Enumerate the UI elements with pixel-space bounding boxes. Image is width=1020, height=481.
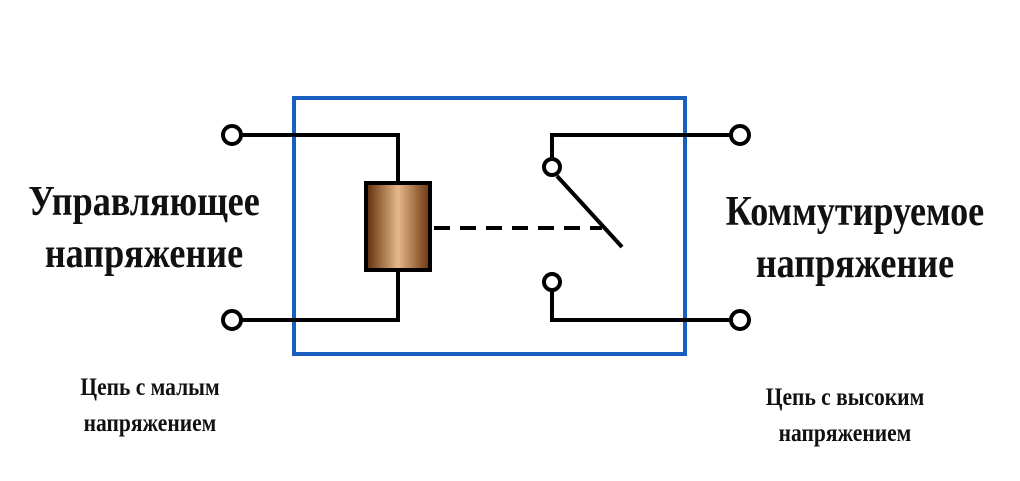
relay-coil bbox=[364, 181, 432, 272]
control-voltage-line1: Управляющее bbox=[28, 179, 260, 225]
control-voltage-label: Управляющее напряжение bbox=[20, 176, 268, 280]
low-voltage-note-line2: напряжением bbox=[83, 410, 217, 437]
terminal-right-bottom bbox=[729, 309, 751, 331]
coil-wire-bottom bbox=[241, 270, 400, 322]
switched-voltage-line2: напряжение bbox=[755, 241, 955, 287]
switch-blade bbox=[555, 174, 624, 249]
switched-voltage-line1: Коммутируемое bbox=[725, 189, 985, 235]
high-voltage-circuit-note: Цепь с высоким напряжением bbox=[720, 380, 969, 452]
switch-wire-top bbox=[550, 133, 738, 158]
terminal-right-top bbox=[729, 124, 751, 146]
high-voltage-note-line1: Цепь с высоким bbox=[765, 384, 925, 411]
coil-wire-top bbox=[241, 133, 400, 183]
switch-contact-top bbox=[542, 157, 562, 177]
terminal-left-bottom bbox=[221, 309, 243, 331]
relay-housing bbox=[292, 96, 687, 356]
switch-wire-bottom bbox=[550, 291, 738, 322]
high-voltage-note-line2: напряжением bbox=[778, 420, 912, 447]
low-voltage-note-line1: Цепь с малым bbox=[80, 374, 220, 401]
switch-contact-bottom bbox=[542, 272, 562, 292]
switched-voltage-label: Коммутируемое напряжение bbox=[713, 186, 997, 290]
terminal-left-top bbox=[221, 124, 243, 146]
control-voltage-line2: напряжение bbox=[44, 231, 244, 277]
low-voltage-circuit-note: Цепь с малым напряжением bbox=[38, 370, 262, 442]
